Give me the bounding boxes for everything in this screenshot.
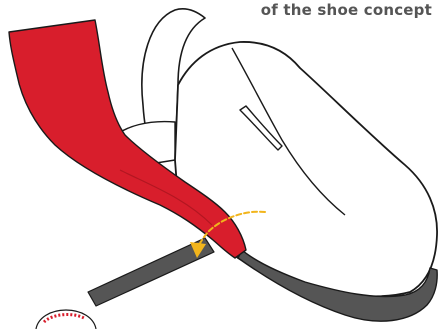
detail-circle-icon [36,310,96,329]
caption-text: of the shoe concept [261,1,432,19]
shoe-upper [175,42,437,296]
detail-circle-accent [44,315,84,322]
